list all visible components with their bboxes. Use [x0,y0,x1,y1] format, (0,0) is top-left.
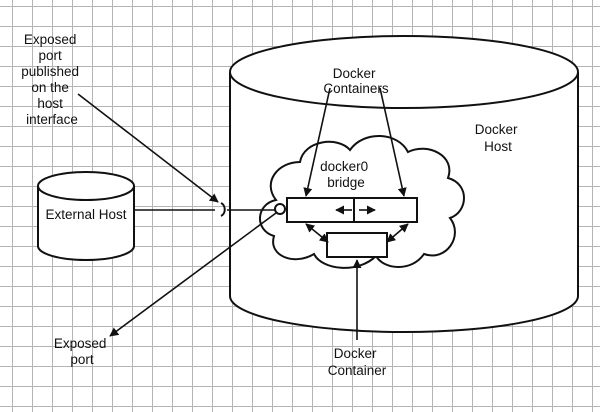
label-external-host: External Host [45,207,126,222]
label-docker0-bridge: docker0 bridge [320,159,372,190]
label-docker-container: Docker Container [328,346,387,378]
external-host-cylinder [37,171,135,261]
arrow-exposed-port [109,212,277,337]
label-exposed-port: Exposed port [54,336,110,367]
label-docker-containers: Docker Containers [323,66,389,96]
link-right-to-bottom [386,223,409,243]
arrow-containers-right [379,87,407,197]
label-exposed-port-published: Exposed port published on the host inter… [21,32,83,127]
arrow-containers-left [303,87,331,197]
label-docker-host: Docker Host [475,122,522,154]
arrow-published-port [77,93,219,203]
exposed-port-circle [274,203,286,215]
container-box-bottom [326,232,388,258]
host-interface-socket [220,202,226,217]
link-left-to-bottom [305,223,329,243]
